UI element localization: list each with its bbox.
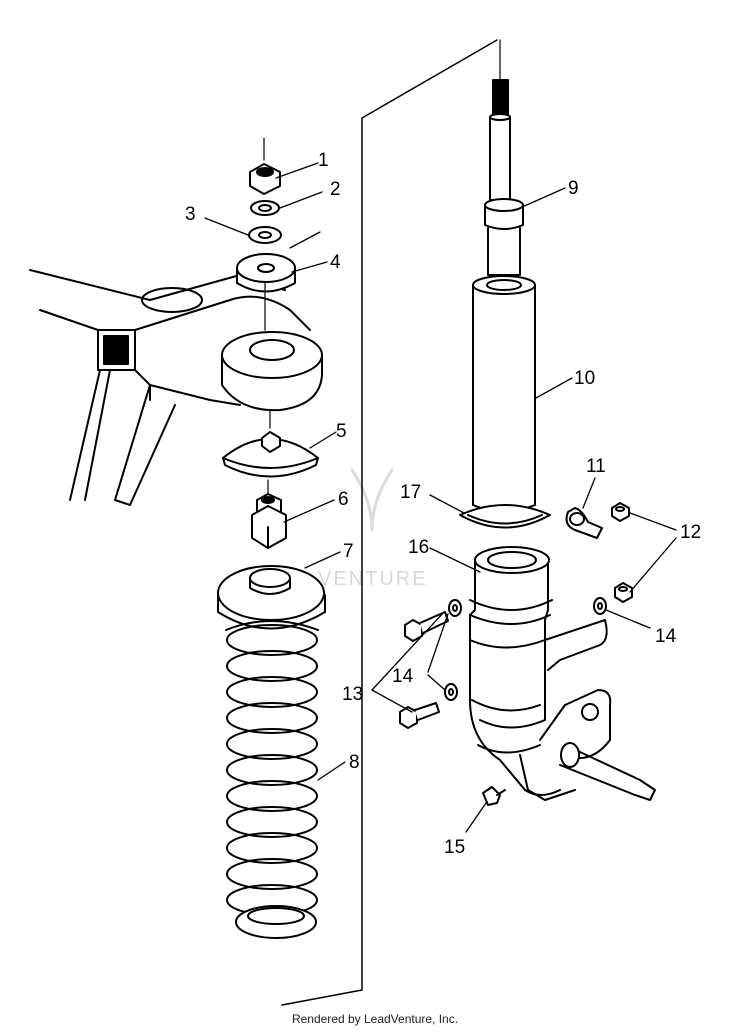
part-7-spring-seat <box>217 565 326 630</box>
part-16-spindle <box>469 546 656 801</box>
part-2-washer <box>250 200 280 216</box>
callout-15: 15 <box>444 837 465 858</box>
part-6-nut <box>251 479 287 549</box>
part-4-bushing <box>236 253 296 331</box>
part-10-strut <box>459 39 551 529</box>
callout-16: 16 <box>408 537 429 558</box>
part-1-nut <box>249 137 281 195</box>
leader-lines <box>204 162 677 833</box>
footer-credit: Rendered by LeadVenture, Inc. <box>291 1012 459 1026</box>
callout-labels: 1 2 3 4 5 6 7 8 9 10 11 12 13 14 14 15 1… <box>185 150 701 858</box>
callout-4: 4 <box>330 252 341 273</box>
callout-14-left: 14 <box>392 666 414 687</box>
callout-14-right: 14 <box>655 626 677 647</box>
part-15-fitting <box>482 786 506 806</box>
watermark-text: VENTURE <box>318 568 428 590</box>
callout-1: 1 <box>318 150 329 171</box>
part-12-nuts <box>611 502 633 603</box>
frame-arm <box>29 269 323 506</box>
part-11-clamp <box>565 507 603 539</box>
part-5-cap <box>222 409 319 478</box>
callout-5: 5 <box>336 421 347 442</box>
callout-10: 10 <box>574 368 595 389</box>
callout-7: 7 <box>343 541 354 562</box>
part-3-washer <box>248 226 282 244</box>
reference-line <box>281 39 498 1006</box>
callout-8: 8 <box>349 752 360 773</box>
callout-13: 13 <box>342 684 363 705</box>
callout-2: 2 <box>330 179 341 200</box>
callout-6: 6 <box>338 489 349 510</box>
part-14-washers <box>444 597 607 701</box>
callout-12: 12 <box>680 522 701 543</box>
callout-9: 9 <box>568 178 579 199</box>
callout-17: 17 <box>400 482 421 503</box>
part-8-spring <box>225 620 319 939</box>
callout-11: 11 <box>586 456 606 477</box>
callout-3: 3 <box>185 204 196 225</box>
